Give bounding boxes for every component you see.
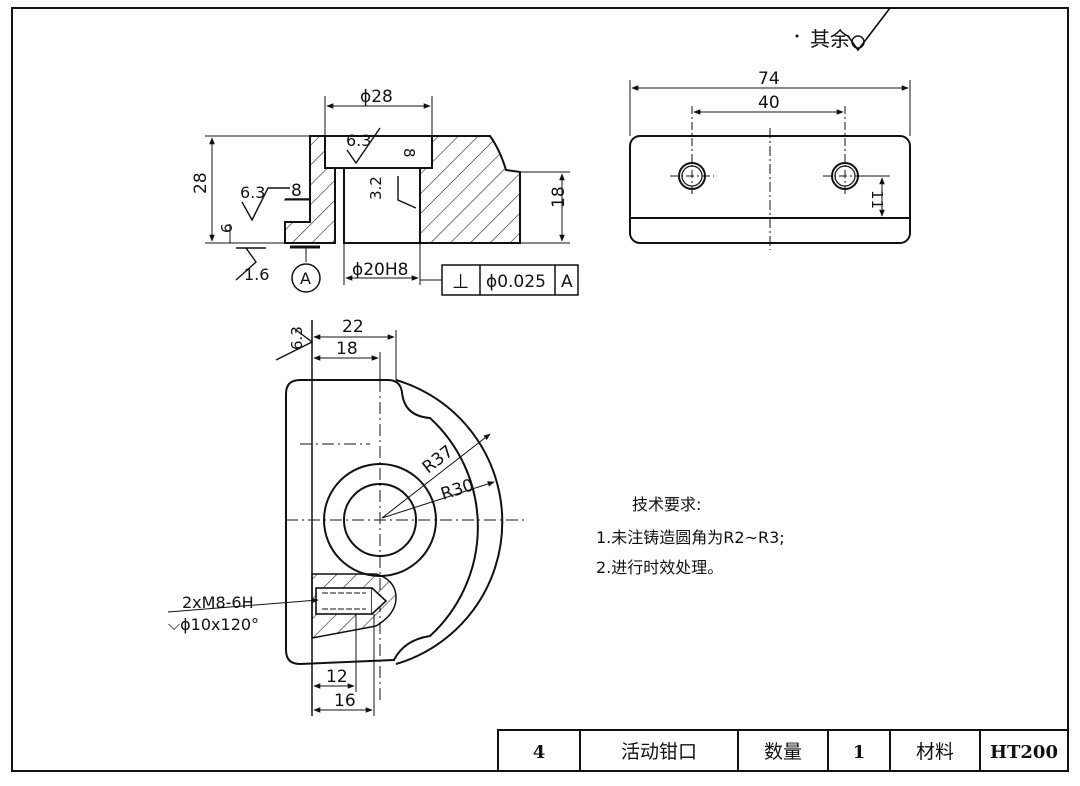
roughness-bottom: 1.6: [244, 265, 269, 284]
title-qty: 1: [853, 742, 866, 763]
dim-step-height: 6: [218, 223, 236, 233]
thread-note-1: 2xM8-6H: [182, 593, 254, 612]
dim-right-height: 18: [549, 186, 569, 208]
roughness-symbol-icon: [847, 7, 891, 52]
roughness-face: 6.3: [288, 326, 306, 350]
tech-req-title: 技术要求:: [632, 495, 701, 514]
front-view: R37 R30 2xM8-6H ⌵ϕ10x120° 22 18 6.3 12 1…: [167, 317, 528, 716]
dim-12: 12: [326, 667, 348, 687]
title-qty-label: 数量: [764, 741, 802, 763]
tech-req-item-2: 2.进行时效处理。: [596, 558, 723, 577]
title-number: 4: [533, 742, 546, 763]
tolerance-datum: A: [561, 272, 573, 292]
dim-counterbore: ϕ28: [360, 87, 393, 107]
dim-16: 16: [334, 691, 356, 711]
dim-overall: 74: [758, 69, 780, 89]
tolerance-frame: ⊥ ϕ0.025 A: [420, 264, 579, 296]
tolerance-value: ϕ0.025: [486, 272, 546, 292]
thread-note-2: ⌵ϕ10x120°: [168, 615, 259, 634]
dim-holes: 40: [758, 93, 780, 113]
roughness-note: 其余: [795, 7, 891, 52]
dim-bore: ϕ20H8: [352, 260, 408, 280]
roughness-step: 6.3: [240, 183, 265, 202]
dim-height-total: 28: [191, 172, 211, 194]
dim-counterbore-depth: 8: [400, 148, 418, 158]
roughness-note-label: 其余: [810, 27, 850, 51]
top-view: 74 40 11: [629, 69, 911, 250]
roughness-bore: 3.2: [367, 176, 385, 200]
tech-requirements: 技术要求: 1.未注铸造圆角为R2~R3; 2.进行时效处理。: [596, 495, 785, 577]
dim-hole-height: 11: [868, 190, 886, 209]
title-block: 4 活动钳口 数量 1 材料 HT200: [497, 729, 1069, 772]
dim-step-depth: 8: [291, 181, 302, 201]
title-part-name: 活动钳口: [621, 741, 697, 763]
section-view: ϕ28 28 8 6 6.3 1.6 6.3 8 3.2 18: [191, 87, 579, 296]
dim-width-18: 18: [336, 339, 358, 359]
datum-circle: [291, 263, 321, 293]
tolerance-symbol: ⊥: [452, 269, 469, 293]
dim-width-22: 22: [342, 317, 364, 337]
title-material: HT200: [990, 742, 1058, 763]
tech-req-item-1: 1.未注铸造圆角为R2~R3;: [596, 528, 785, 547]
title-material-label: 材料: [916, 741, 954, 763]
roughness-counterbore: 6.3: [346, 131, 371, 150]
datum-label: A: [300, 269, 311, 288]
section-right-body: [419, 135, 521, 244]
